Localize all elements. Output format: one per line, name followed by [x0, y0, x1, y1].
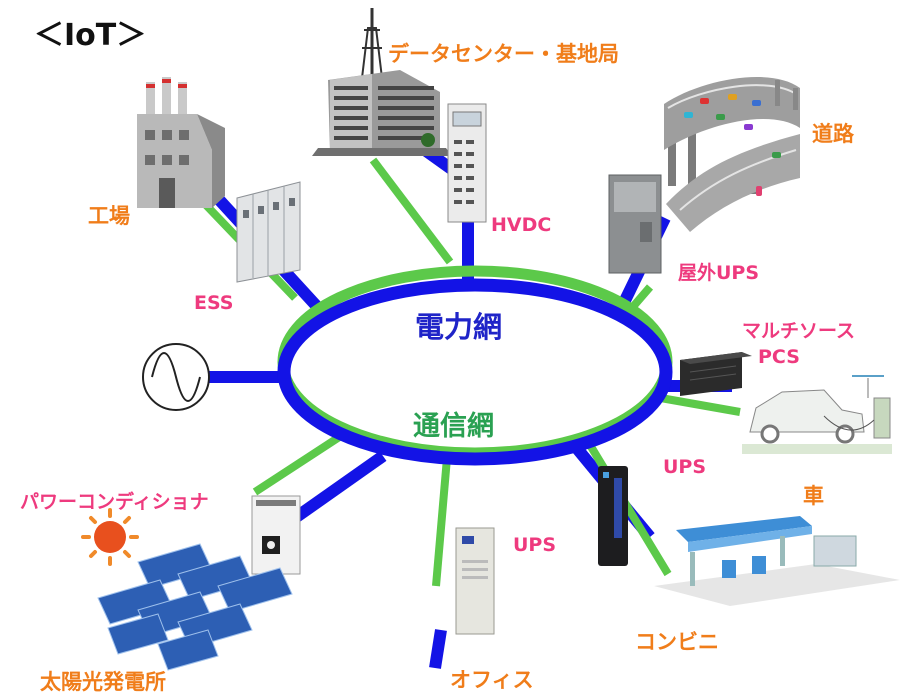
page-title: ＜IoT＞: [34, 18, 147, 53]
solar-panel-icon: [97, 543, 293, 671]
label-factory: 工場: [88, 204, 130, 228]
label-datacenter: データセンター・基地局: [388, 42, 619, 66]
ups-icon: [598, 466, 628, 566]
hvdc-cabinet-icon: [447, 103, 487, 223]
label-power-conditioner: パワーコンディショナ: [20, 491, 209, 513]
pcs-box-icon: [680, 352, 752, 396]
label-convenience-store: コンビニ: [635, 630, 719, 654]
comm-links: [202, 157, 741, 587]
label-ups-right: UPS: [663, 456, 707, 478]
factory-icon: [137, 77, 225, 208]
label-ups-bottom: UPS: [513, 534, 557, 556]
label-solar-plant: 太陽光発電所: [40, 670, 166, 694]
label-power-grid: 電力網: [415, 310, 503, 344]
power-conditioner-icon: [251, 495, 301, 575]
building-icon: [312, 8, 452, 156]
label-pcs: PCS: [758, 346, 800, 368]
label-road: 道路: [812, 122, 854, 146]
ac-source-icon: [142, 343, 210, 411]
sun-icon: [81, 508, 139, 566]
outdoor-ups-icon: [608, 174, 662, 274]
car-icon: [742, 375, 892, 454]
gas-station-icon: [654, 516, 900, 606]
office-ups-icon: [455, 527, 495, 635]
label-comm-network: 通信網: [413, 411, 494, 442]
label-office: オフィス: [450, 668, 534, 692]
label-hvdc: HVDC: [491, 214, 552, 236]
label-outdoor-ups: 屋外UPS: [678, 262, 760, 284]
ess-cabinet-icon: [236, 181, 301, 283]
label-multi-source: マルチソース: [742, 320, 856, 342]
power-ring: [277, 278, 673, 466]
highway-icon: [664, 77, 800, 232]
label-ess: ESS: [194, 292, 234, 314]
label-car: 車: [803, 484, 824, 508]
